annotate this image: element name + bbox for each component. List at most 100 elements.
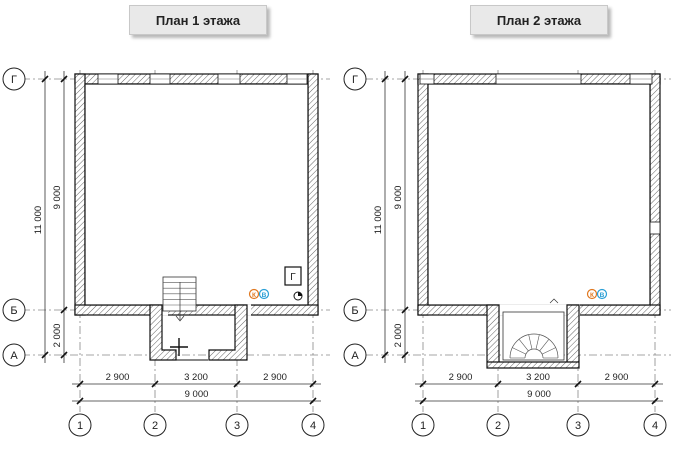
axis-label-3: 3 bbox=[234, 420, 240, 432]
dim-left-tick-1 bbox=[401, 306, 409, 314]
stair-well bbox=[502, 311, 565, 361]
stair-up-arrow bbox=[549, 298, 559, 304]
dim-tick-4 bbox=[651, 380, 659, 388]
dim-total-left: 11 000 bbox=[373, 206, 384, 234]
equipment-2-label: В bbox=[262, 292, 267, 299]
equipment-2-icon bbox=[258, 288, 270, 300]
spiral-step-2 bbox=[512, 347, 527, 355]
axis-bubble-b bbox=[343, 298, 367, 322]
window-right bbox=[649, 221, 661, 235]
dim-left-1: 9 000 bbox=[52, 186, 63, 210]
dim-total-bottom: 9 000 bbox=[185, 389, 209, 400]
axis-label-b: Б bbox=[10, 305, 17, 317]
axis-label-3: 3 bbox=[575, 420, 581, 432]
room-floor bbox=[427, 83, 651, 306]
plan-1-title: План 1 этажа bbox=[129, 5, 267, 35]
equipment-1-icon bbox=[586, 288, 598, 300]
spiral-step-5 bbox=[535, 334, 540, 350]
axis-label-b: Б bbox=[351, 305, 358, 317]
spiral-step-3 bbox=[518, 339, 529, 352]
dim-left-tick-2 bbox=[401, 351, 409, 359]
opening-1 bbox=[496, 304, 580, 316]
dim-tick-total-1 bbox=[419, 397, 427, 405]
extension-walls bbox=[149, 304, 248, 361]
dim-left-2: 2 000 bbox=[52, 324, 63, 348]
axis-label-4: 4 bbox=[652, 420, 658, 432]
wall-left bbox=[74, 73, 86, 316]
axis-bubble-2 bbox=[486, 413, 510, 437]
dim-left-total-tick-1 bbox=[381, 351, 389, 359]
axis-label-2: 2 bbox=[152, 420, 158, 432]
dim-total-bottom: 9 000 bbox=[527, 389, 551, 400]
dim-segment-1: 2 900 bbox=[449, 372, 473, 383]
dim-left-tick-1 bbox=[60, 306, 68, 314]
wall-right bbox=[649, 73, 661, 316]
dim-left-tick-0 bbox=[401, 75, 409, 83]
dim-tick-total-4 bbox=[309, 397, 317, 405]
spiral-inner bbox=[524, 348, 544, 359]
dim-segment-1: 2 900 bbox=[106, 372, 130, 383]
dim-tick-3 bbox=[574, 380, 582, 388]
dim-left-2: 2 000 bbox=[393, 324, 404, 348]
axis-label-2: 2 bbox=[495, 420, 501, 432]
equipment-1-label: К bbox=[252, 292, 256, 299]
dim-tick-4 bbox=[309, 380, 317, 388]
boiler-box bbox=[284, 266, 302, 286]
dim-left-total-tick-0 bbox=[381, 75, 389, 83]
axis-bubble-3 bbox=[225, 413, 249, 437]
axis-bubble-2 bbox=[143, 413, 167, 437]
spiral-step-6 bbox=[539, 339, 550, 352]
axis-bubble-1 bbox=[411, 413, 435, 437]
dim-segment-2: 3 200 bbox=[526, 372, 550, 383]
dim-tick-1 bbox=[76, 380, 84, 388]
dim-left-tick-2 bbox=[60, 351, 68, 359]
axis-label-a: А bbox=[10, 350, 18, 362]
spiral-step-4 bbox=[528, 334, 533, 350]
wall-bottom bbox=[74, 304, 319, 316]
spiral-outer bbox=[509, 333, 559, 359]
dim-left-1: 9 000 bbox=[393, 186, 404, 210]
equipment-2-label: В bbox=[600, 292, 605, 299]
dim-tick-2 bbox=[494, 380, 502, 388]
dim-tick-3 bbox=[233, 380, 241, 388]
axis-label-g: Г bbox=[11, 74, 17, 86]
axis-bubble-3 bbox=[566, 413, 590, 437]
axis-bubble-a bbox=[2, 343, 26, 367]
axis-bubble-1 bbox=[68, 413, 92, 437]
wall-right bbox=[307, 73, 319, 316]
spiral-step-7 bbox=[541, 347, 556, 355]
axis-label-a: А bbox=[351, 350, 359, 362]
plan-2-title: План 2 этажа bbox=[470, 5, 608, 35]
dim-tick-2 bbox=[151, 380, 159, 388]
dim-tick-1 bbox=[419, 380, 427, 388]
axis-bubble-b bbox=[2, 298, 26, 322]
equipment-1-icon bbox=[248, 288, 260, 300]
room-floor bbox=[84, 83, 309, 306]
axis-label-g: Г bbox=[352, 74, 358, 86]
stair-arrow-head bbox=[175, 315, 185, 322]
axis-bubble-g bbox=[2, 67, 26, 91]
dim-segment-2: 3 200 bbox=[184, 372, 208, 383]
dim-tick-total-1 bbox=[76, 397, 84, 405]
dim-left-total-tick-1 bbox=[41, 351, 49, 359]
dim-left-total-tick-0 bbox=[41, 75, 49, 83]
dim-tick-total-4 bbox=[651, 397, 659, 405]
axis-label-1: 1 bbox=[77, 420, 83, 432]
dim-total-left: 11 000 bbox=[33, 206, 44, 234]
axis-label-4: 4 bbox=[310, 420, 316, 432]
dim-left-tick-0 bbox=[60, 75, 68, 83]
axis-bubble-4 bbox=[643, 413, 667, 437]
equipment-1-label: К bbox=[590, 292, 594, 299]
extension-walls bbox=[486, 304, 580, 369]
boiler-label: Г bbox=[290, 272, 296, 283]
dim-segment-3: 2 900 bbox=[605, 372, 629, 383]
axis-label-1: 1 bbox=[420, 420, 426, 432]
chimney-fill bbox=[298, 292, 302, 296]
dim-segment-3: 2 900 bbox=[263, 372, 287, 383]
equipment-2-icon bbox=[596, 288, 608, 300]
wall-left bbox=[417, 73, 429, 316]
axis-bubble-a bbox=[343, 343, 367, 367]
